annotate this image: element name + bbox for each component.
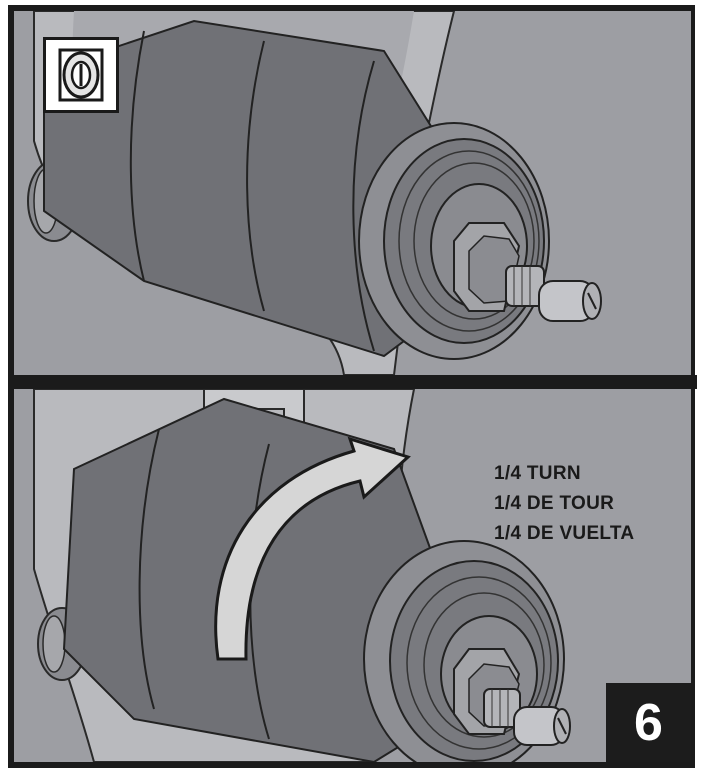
cartridge-stem-icon: [43, 37, 119, 113]
rotation-arrow-icon: [214, 436, 411, 661]
turn-caption: 1/4 TURN 1/4 DE TOUR 1/4 DE VUELTA: [494, 459, 634, 549]
caption-line-french: 1/4 DE TOUR: [494, 493, 615, 514]
top-illustration-panel: [14, 11, 691, 375]
bottom-illustration-panel: [14, 389, 691, 762]
caption-line-english: 1/4 TURN: [494, 463, 581, 484]
caption-line-spanish: 1/4 DE VUELTA: [494, 523, 635, 544]
panel-divider: [8, 375, 697, 389]
valve-body-illustration-top: [27, 11, 602, 375]
step-number-badge: 6: [606, 683, 691, 762]
